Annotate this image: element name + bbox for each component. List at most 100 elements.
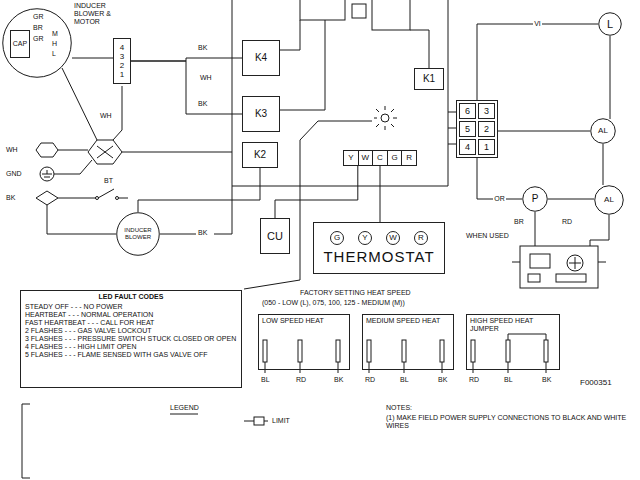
node-text: 1 (478, 139, 495, 155)
note-text: (050 - LOW (L), 075, 100, 125 - MEDIUM (… (262, 299, 405, 307)
wire (54, 160, 92, 174)
wire-connector (138, 168, 260, 212)
node-text: K4 (255, 52, 267, 64)
node-text: 5 FLASHES - - - FLAME SENSED WITH GAS VA… (25, 351, 237, 359)
node-text: STEADY OFF - - - NO POWER (25, 303, 237, 311)
node-text: CU (267, 230, 283, 243)
wire-color: RD (562, 218, 572, 226)
node-text: 3 (478, 103, 495, 119)
circle-outline (523, 187, 548, 212)
jumper-wire (508, 334, 546, 340)
wire (58, 198, 96, 199)
wire-color: RD (469, 376, 479, 384)
speed-terminal (544, 340, 548, 362)
wire (603, 144, 604, 185)
wiring-art (22, 0, 610, 478)
node-text: R (414, 231, 428, 245)
limit-circle: AL (594, 185, 624, 215)
led-rays (374, 106, 397, 130)
node-text: P (532, 193, 539, 205)
gas-valve-part (528, 274, 540, 282)
node-text: L (52, 50, 56, 58)
wire-color: BK (198, 100, 207, 108)
wire-connector (477, 158, 522, 199)
node-text: 3 FLASHES - - - PRESSURE SWITCH STUCK CL… (25, 335, 237, 343)
board-connector (372, 0, 410, 30)
node-text: 2 (120, 61, 124, 70)
terminal-symbol (36, 191, 58, 205)
wire (280, 20, 300, 50)
node-text: C (373, 151, 388, 165)
wire-color: BK (438, 376, 447, 384)
node-text: L (607, 18, 613, 31)
circle-outline (591, 119, 616, 144)
node-text: K3 (255, 108, 267, 120)
circle-outline (599, 13, 622, 36)
relay-box: K1 (414, 68, 444, 90)
node-text: 1 (120, 70, 124, 79)
speed-terminal (440, 340, 444, 362)
node-text: W (359, 151, 374, 165)
node-text: 4 (459, 139, 476, 155)
wire (58, 150, 88, 151)
node-text: H (52, 40, 57, 48)
heading: FACTORY SETTING HEAT SPEED (300, 289, 411, 297)
wire (214, 186, 232, 234)
pressure-switch: P (522, 186, 548, 212)
wire-label: OR (493, 195, 506, 203)
wire (535, 212, 536, 246)
circle-outline (117, 213, 160, 256)
wire (113, 86, 122, 140)
board-fuse (352, 4, 366, 18)
blower-circle: INDUCER BLOWER (116, 212, 160, 256)
relay-box: K3 (242, 96, 280, 132)
ground-symbol (40, 167, 54, 181)
wire-color: BL (261, 376, 270, 384)
wire (122, 152, 232, 153)
node-text: AL (598, 126, 608, 135)
node-text: INDUCER BLOWER (121, 227, 155, 241)
wire-color: GR (33, 13, 44, 21)
drawing-number: F000351 (580, 378, 612, 387)
terminal-label: BK (6, 194, 15, 202)
node-text: 2 (478, 121, 495, 137)
node-text: M (52, 30, 58, 38)
terminal-label: GND (6, 170, 22, 178)
speed-terminal (402, 340, 406, 362)
node-text: 2 FLASHES - - - GAS VALVE LOCKOUT (25, 327, 237, 335)
node-text: 4 (120, 43, 124, 52)
node-text: 5 (459, 121, 476, 137)
note-text: WHEN USED (466, 232, 509, 240)
switch-contact (96, 197, 99, 200)
wire-color: RD (296, 376, 306, 384)
node-text: K2 (254, 149, 266, 161)
wire-color: BK (334, 376, 343, 384)
speed-terminal (263, 340, 267, 362)
legend-text: LIMIT (272, 417, 290, 424)
junction-block (88, 140, 122, 164)
wire-color: BL (504, 376, 513, 384)
condensing-unit-box: CU (260, 218, 290, 254)
wire-connector (72, 58, 113, 59)
wire-connector (548, 199, 594, 200)
led-symbol (381, 114, 389, 122)
legend-entry: LIMIT (272, 417, 290, 425)
terminal-symbol (36, 143, 58, 157)
wire-color: BR (514, 218, 524, 226)
terminal-strip: YWCGR (343, 150, 417, 166)
wire-connector (131, 61, 242, 114)
thermostat-box: GYWRTHERMOSTAT (313, 222, 445, 274)
control-board (232, 0, 448, 186)
speed-terminal (298, 340, 302, 362)
wire-color: BR (33, 24, 43, 32)
speed-terminal (506, 340, 510, 362)
wire-label: VI (533, 20, 542, 28)
switch-symbol (98, 189, 114, 198)
wire (448, 112, 456, 144)
wire-connector (380, 166, 381, 222)
node-text: AL (604, 195, 614, 204)
wire (410, 30, 429, 68)
wire-color: BL (400, 376, 409, 384)
relay-box: K2 (242, 142, 278, 168)
